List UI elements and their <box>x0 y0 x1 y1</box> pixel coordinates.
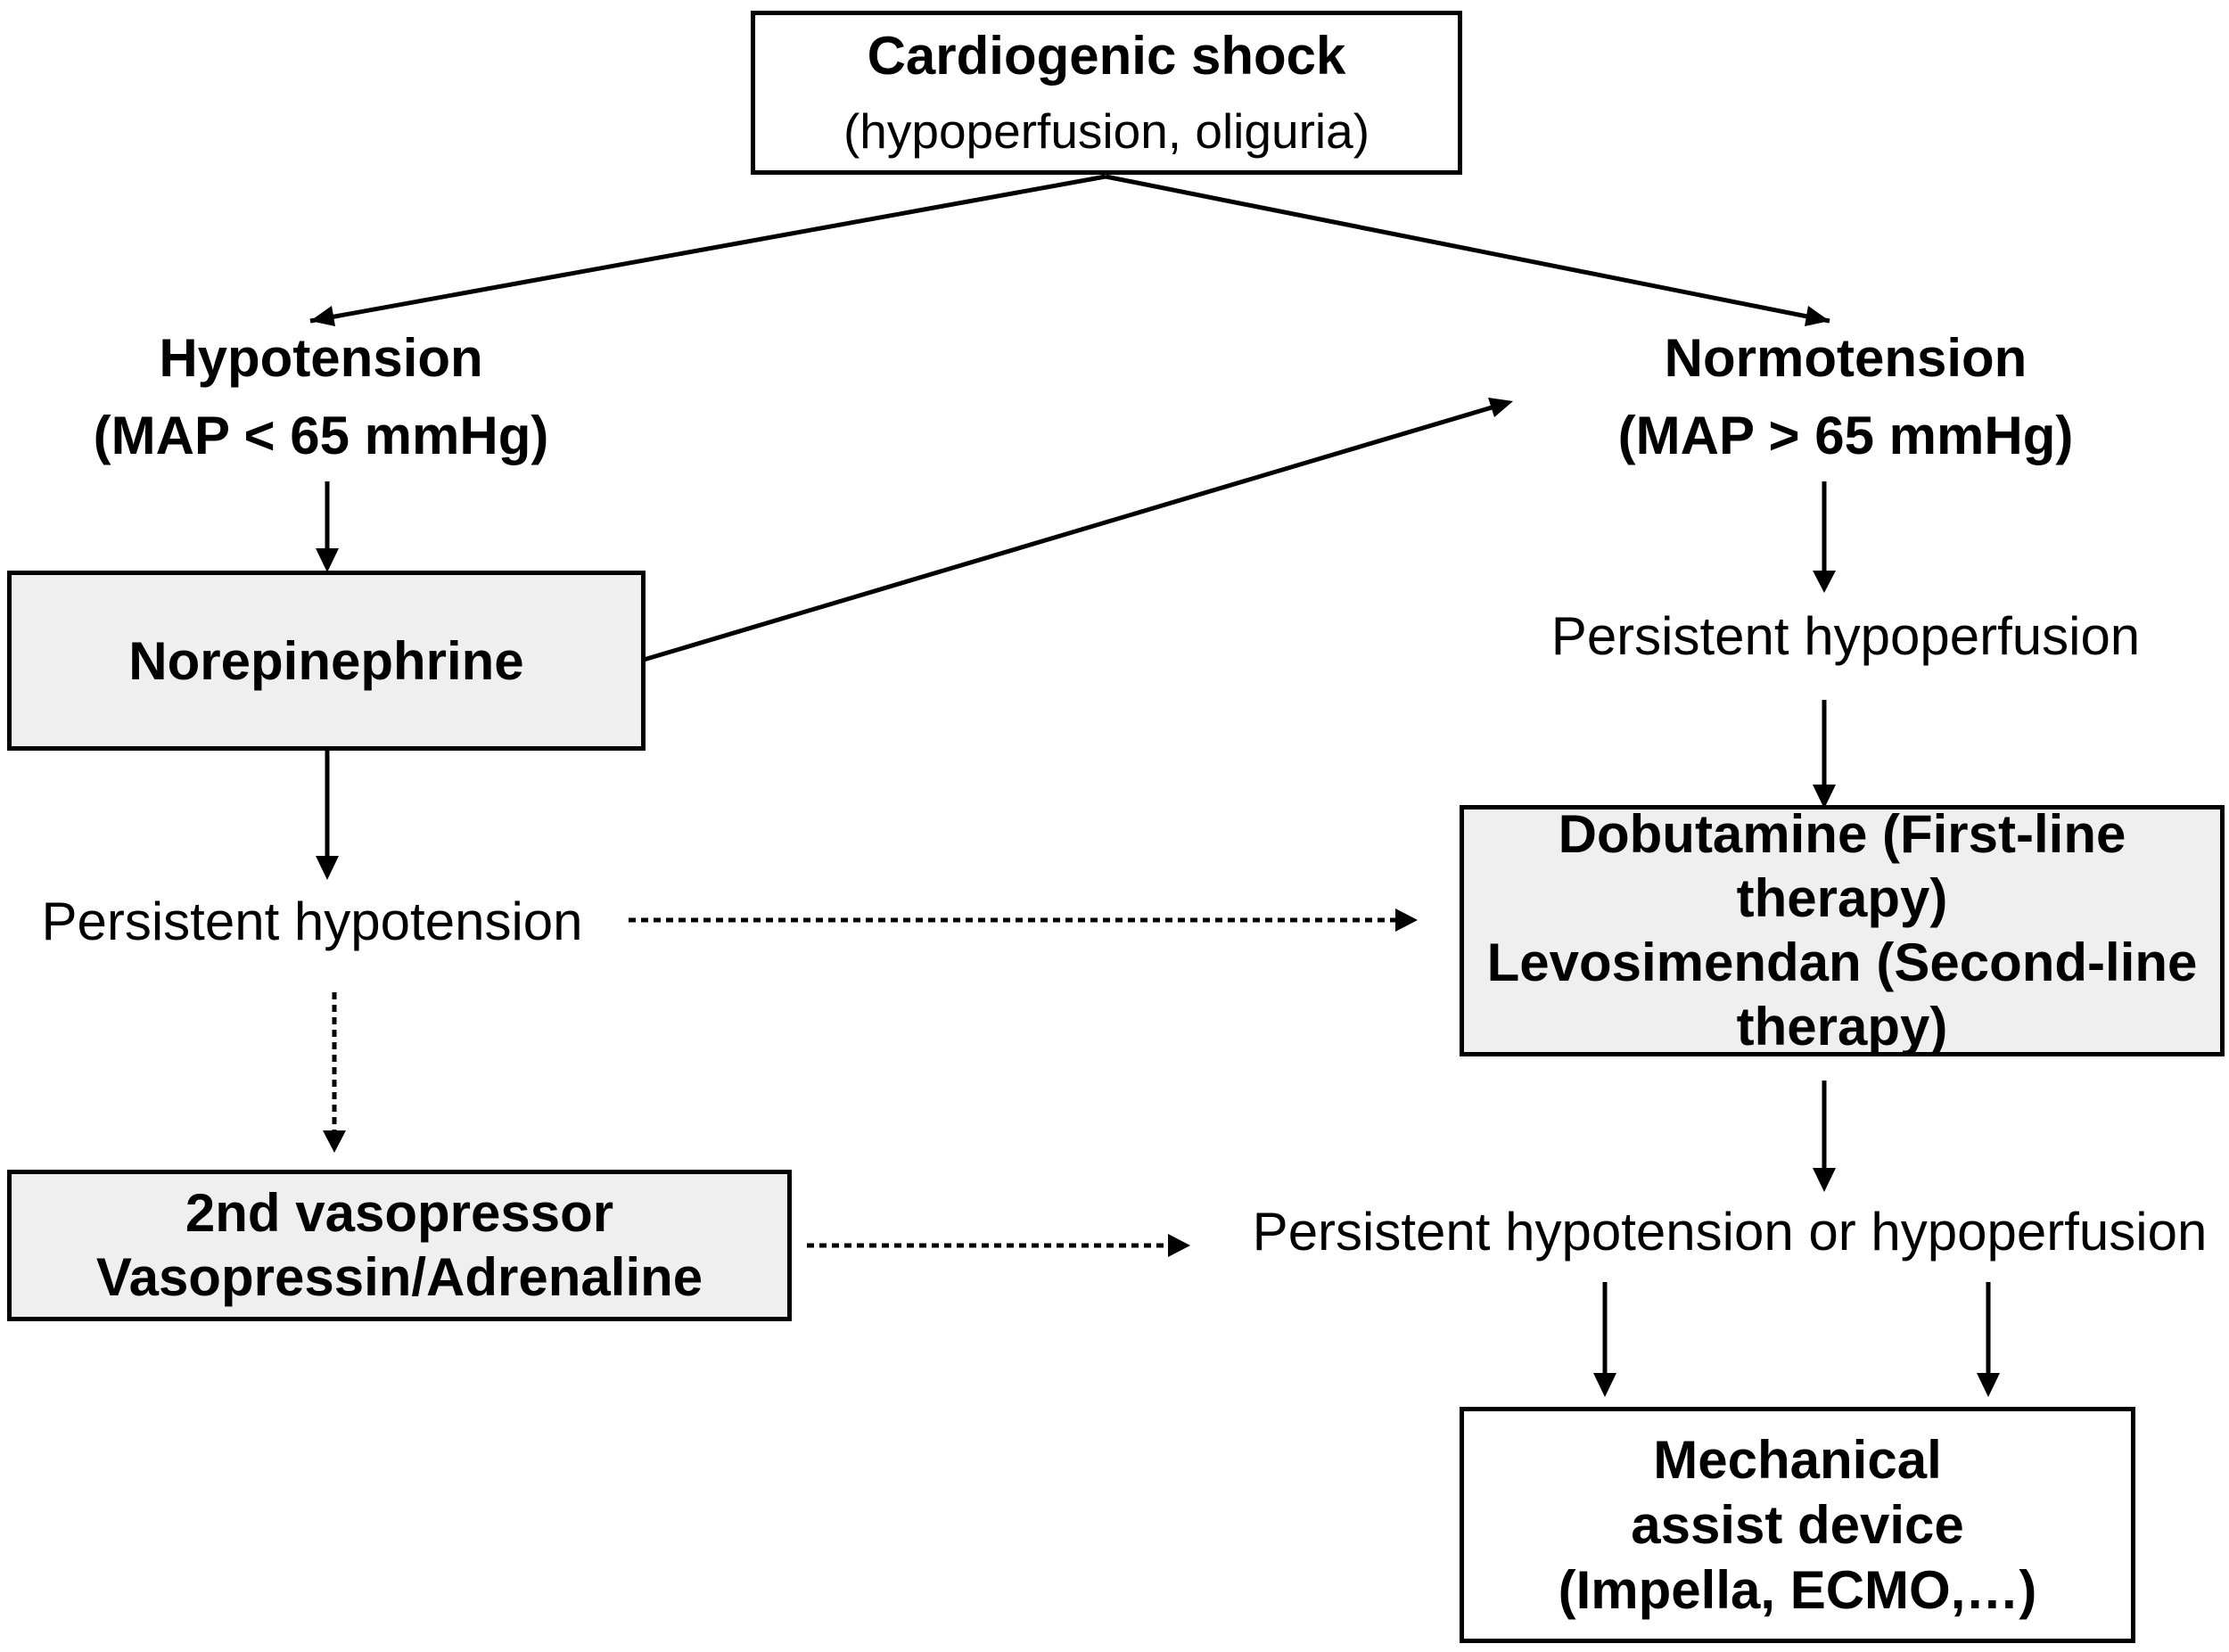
arrowhead-inotropes-to-persistent <box>1813 1168 1836 1192</box>
arrowhead-hypotension-to-inotropes <box>1395 908 1418 932</box>
hypotension-criterion: (MAP < 65 mmHg) <box>93 406 549 465</box>
persistent-hypoperfusion-label: Persistent hypoperfusion <box>1550 606 2141 666</box>
arrowhead-hypotension-to-norepinephrine <box>316 548 339 572</box>
normotension-title: Normotension <box>1664 328 2027 388</box>
arrowhead-hypotension-to-vasopressor <box>323 1130 346 1153</box>
normotension-node: Normotension (MAP > 65 mmHg) <box>1569 319 2122 474</box>
mechanical-assist-box: Mechanical assist device (Impella, ECMO,… <box>1460 1407 2135 1643</box>
arrow-norepinephrine-to-normotension <box>643 403 1499 662</box>
norepinephrine-box: Norepinephrine <box>7 571 646 751</box>
cardiogenic-shock-title: Cardiogenic shock <box>867 26 1346 86</box>
arrow-shock-to-hypotension <box>309 174 1106 324</box>
persistent-hypotension-or-hypoperfusion-label: Persistent hypotension or hypoperfusion <box>1252 1202 2208 1262</box>
second-vasopressor-box: 2nd vasopressor Vasopressin/Adrenaline <box>7 1170 792 1321</box>
mechanical-assist-line3: (Impella, ECMO,…) <box>1558 1560 2037 1621</box>
cardiogenic-shock-subtitle: (hypoperfusion, oliguria) <box>843 103 1370 160</box>
second-vasopressor-line1: 2nd vasopressor <box>185 1183 614 1243</box>
normotension-criterion: (MAP > 65 mmHg) <box>1617 406 2074 465</box>
second-vasopressor-line2: Vasopressin/Adrenaline <box>95 1247 703 1307</box>
inotropes-line2: Levosimendan (Second-line <box>1486 933 2198 992</box>
cardiogenic-shock-box: Cardiogenic shock (hypoperfusion, oligur… <box>751 11 1462 175</box>
arrowhead-persistent-to-mechanical-left <box>1593 1373 1616 1397</box>
arrowhead-hypoperfusion-to-inotropes <box>1813 785 1836 809</box>
arrowhead-persistent-to-mechanical-right <box>1977 1373 2000 1397</box>
persistent-hypotension-label: Persistent hypotension <box>41 892 583 951</box>
inotropes-line1: Dobutamine (First-line therapy) <box>1558 804 2126 928</box>
hypotension-node: Hypotension (MAP < 65 mmHg) <box>71 319 571 474</box>
inotropes-box: Dobutamine (First-line therapy) Levosime… <box>1460 804 2225 1056</box>
arrowhead-shock-to-normotension <box>1805 306 1830 326</box>
arrowhead-vasopressor-to-persistent <box>1168 1234 1190 1257</box>
arrowhead-shock-to-hypotension <box>310 306 335 326</box>
arrow-shock-to-normotension <box>1105 174 1830 324</box>
arrowhead-norepinephrine-to-hypotension <box>316 856 339 880</box>
mechanical-assist-line1: Mechanical <box>1653 1429 1942 1490</box>
norepinephrine-label: Norepinephrine <box>128 630 524 691</box>
arrowhead-norepinephrine-to-normotension <box>1488 398 1513 417</box>
arrowhead-normotension-to-hypoperfusion <box>1813 571 1836 593</box>
mechanical-assist-line2: assist device <box>1631 1494 1964 1555</box>
inotropes-line3: therapy) <box>1736 997 1948 1056</box>
hypotension-title: Hypotension <box>159 328 483 388</box>
